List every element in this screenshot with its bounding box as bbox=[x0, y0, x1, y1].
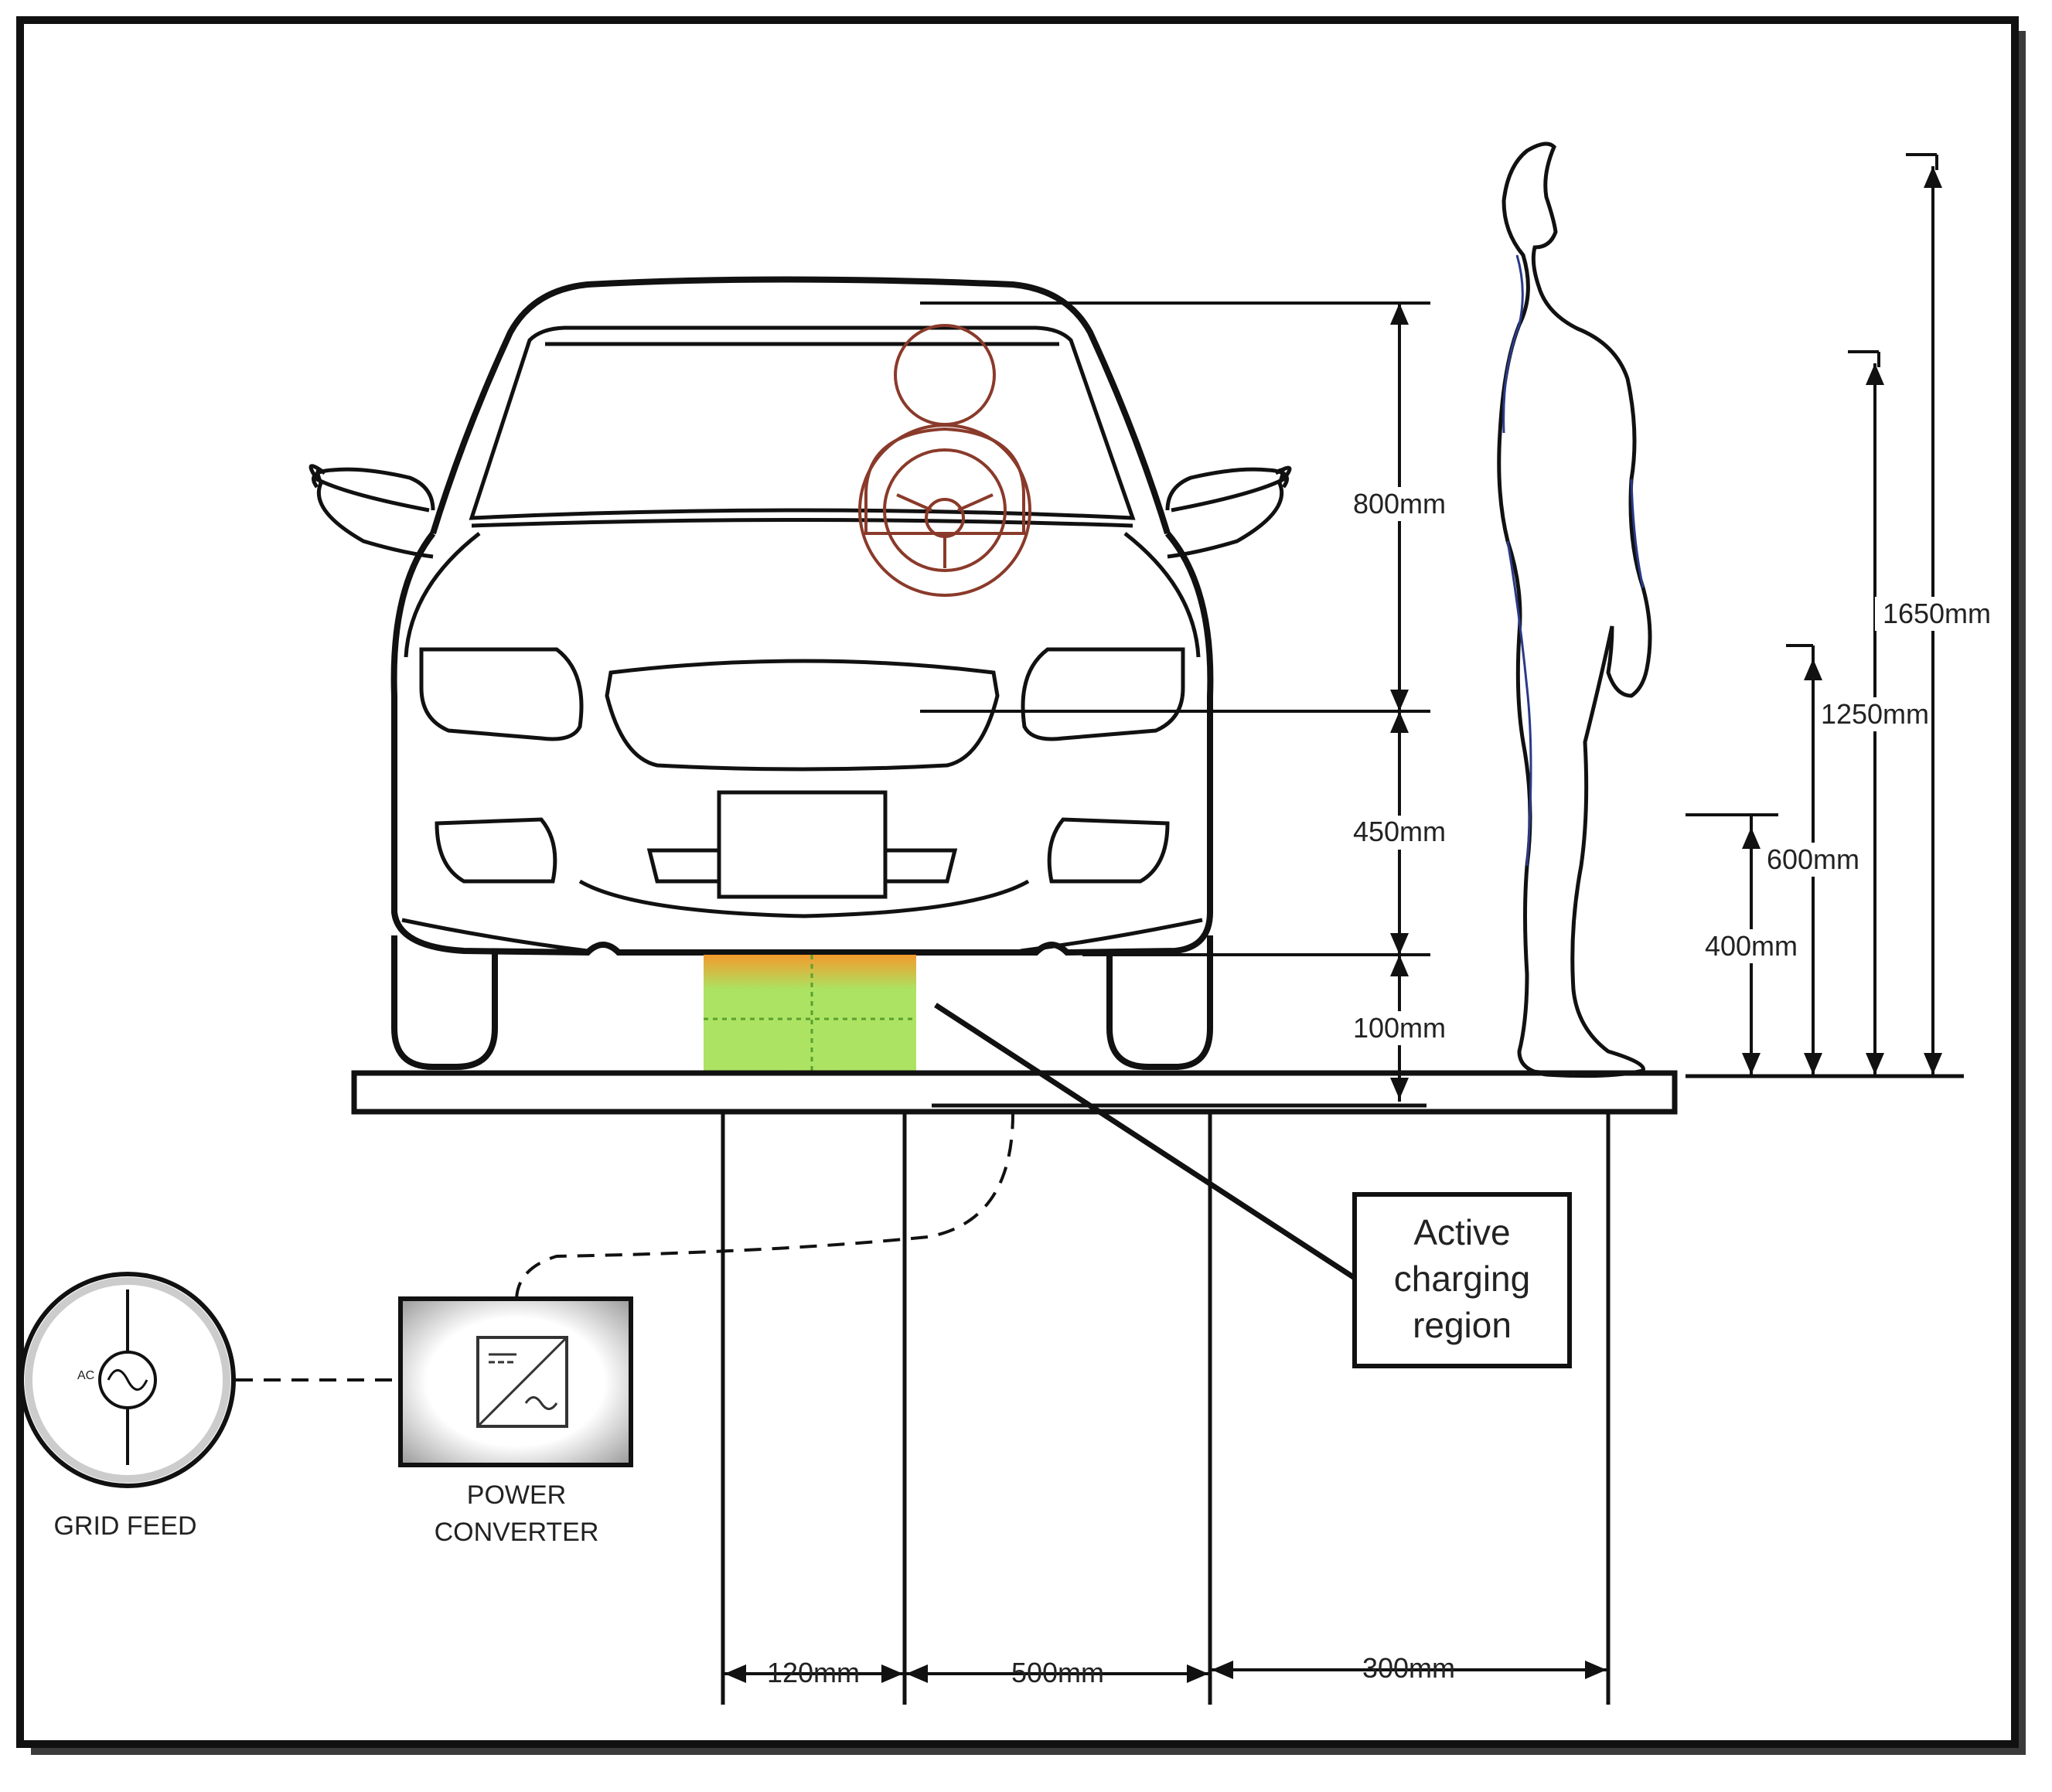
dim-label-400: 400mm bbox=[1705, 930, 1798, 962]
arrow-roof-top bbox=[1390, 303, 1409, 325]
dim-bg-1250 bbox=[1817, 697, 1933, 731]
arrow-500-left bbox=[906, 1664, 928, 1683]
dim-label-120: 120mm bbox=[767, 1657, 860, 1688]
dc-ac-converter-icon bbox=[476, 1336, 568, 1428]
right-mirror-top bbox=[1165, 467, 1289, 511]
converter-caption-2: CONVERTER bbox=[435, 1518, 599, 1547]
license-plate bbox=[717, 790, 888, 899]
ac-symbol-label: AC bbox=[77, 1369, 94, 1382]
converter-to-pad-cable bbox=[515, 1112, 1014, 1300]
dim-bg-600 bbox=[1763, 843, 1863, 877]
dim-bg-clearance bbox=[1349, 1011, 1450, 1045]
dim-bg-1650 bbox=[1875, 597, 1991, 631]
dim-bg-bonnet bbox=[1349, 816, 1450, 850]
dim-label-clearance: 100mm bbox=[1353, 1012, 1446, 1044]
left-fog-light bbox=[435, 817, 557, 884]
hood-curve-right bbox=[1123, 532, 1201, 658]
dim-label-300: 300mm bbox=[1362, 1652, 1455, 1684]
callout-line-1: Active bbox=[1413, 1212, 1510, 1252]
arrow-1250-bottom bbox=[1866, 1053, 1884, 1075]
left-mirror-top bbox=[312, 467, 435, 511]
dim-bg-400 bbox=[1701, 929, 1801, 963]
dim-label-1250: 1250mm bbox=[1821, 698, 1929, 730]
charging-region-callout: Active charging region bbox=[934, 1003, 1572, 1368]
car-dimensions: 800mm 450mm 100mm bbox=[920, 302, 1450, 1102]
left-wheel bbox=[391, 935, 498, 1070]
bumper-curve bbox=[578, 879, 1030, 918]
grid-feed: AC GRID FEED bbox=[19, 1272, 236, 1541]
left-headlight bbox=[419, 647, 584, 741]
arrow-1650-bottom bbox=[1924, 1053, 1942, 1075]
arrow-1250-top bbox=[1866, 363, 1884, 385]
horizontal-dimensions: 120mm 500mm 300mm bbox=[721, 1113, 1611, 1705]
converter-icon-ac-wave bbox=[524, 1396, 558, 1410]
right-wheel bbox=[1106, 935, 1213, 1070]
bumper-skirt-right bbox=[1020, 918, 1203, 953]
power-wiring bbox=[236, 1112, 1014, 1381]
arrow-clear-bottom bbox=[1390, 1078, 1409, 1099]
arrow-300-left bbox=[1212, 1661, 1233, 1679]
dim-label-bonnet: 450mm bbox=[1353, 816, 1446, 847]
arrow-roof-bottom bbox=[1390, 690, 1409, 711]
grid-feed-caption: GRID FEED bbox=[53, 1511, 196, 1541]
person-accent-line bbox=[1502, 254, 1645, 867]
arrow-bonnet-top bbox=[1390, 711, 1409, 733]
ac-sine-wave bbox=[107, 1369, 148, 1391]
dim-label-500: 500mm bbox=[1011, 1657, 1104, 1688]
dim-bg-roof bbox=[1349, 487, 1450, 521]
field-hot-top bbox=[704, 955, 916, 990]
arrow-400-bottom bbox=[1742, 1053, 1761, 1075]
car-body bbox=[390, 531, 1214, 956]
dim-label-600: 600mm bbox=[1767, 843, 1859, 875]
car-roof bbox=[430, 276, 1171, 535]
windshield bbox=[469, 325, 1136, 520]
callout-box bbox=[1352, 1192, 1572, 1368]
arrow-120-right bbox=[881, 1664, 903, 1683]
dim-label-roof: 800mm bbox=[1353, 488, 1446, 520]
arrow-600-bottom bbox=[1804, 1053, 1822, 1075]
callout-leader bbox=[934, 1003, 1358, 1282]
hood-curve-left bbox=[404, 532, 481, 658]
power-converter: POWER CONVERTER bbox=[398, 1296, 633, 1547]
standing-person bbox=[1497, 141, 1652, 1078]
arrow-500-right bbox=[1187, 1664, 1208, 1683]
arrow-clear-top bbox=[1390, 955, 1409, 976]
arrow-600-top bbox=[1804, 659, 1822, 680]
ac-source-icon: AC bbox=[77, 1289, 157, 1465]
diagram-frame bbox=[16, 16, 2019, 1748]
car-front-view bbox=[308, 276, 1292, 1070]
arrow-120-left bbox=[724, 1664, 746, 1683]
arrow-300-right bbox=[1585, 1661, 1607, 1679]
person-outline bbox=[1497, 141, 1652, 1078]
person-feet bbox=[1526, 1069, 1640, 1076]
arrow-bonnet-bottom bbox=[1390, 933, 1409, 955]
right-fog-light bbox=[1047, 817, 1170, 884]
dim-label-1650: 1650mm bbox=[1883, 598, 1991, 629]
driver-silhouette bbox=[858, 324, 1031, 597]
converter-icon-diagonal bbox=[476, 1336, 568, 1428]
grid-feed-shade bbox=[25, 1277, 230, 1483]
bumper-skirt-left bbox=[401, 918, 588, 953]
callout-line-3: region bbox=[1413, 1305, 1512, 1345]
arrow-400-top bbox=[1742, 827, 1761, 849]
arrow-1650-top bbox=[1924, 166, 1942, 188]
person-dimensions: 400mm 600mm 1250mm 1650mm bbox=[1686, 153, 1991, 1078]
converter-caption-1: POWER bbox=[467, 1480, 566, 1510]
callout-line-2: charging bbox=[1394, 1259, 1530, 1299]
grille bbox=[605, 659, 1000, 772]
bonnet-line bbox=[471, 518, 1133, 528]
